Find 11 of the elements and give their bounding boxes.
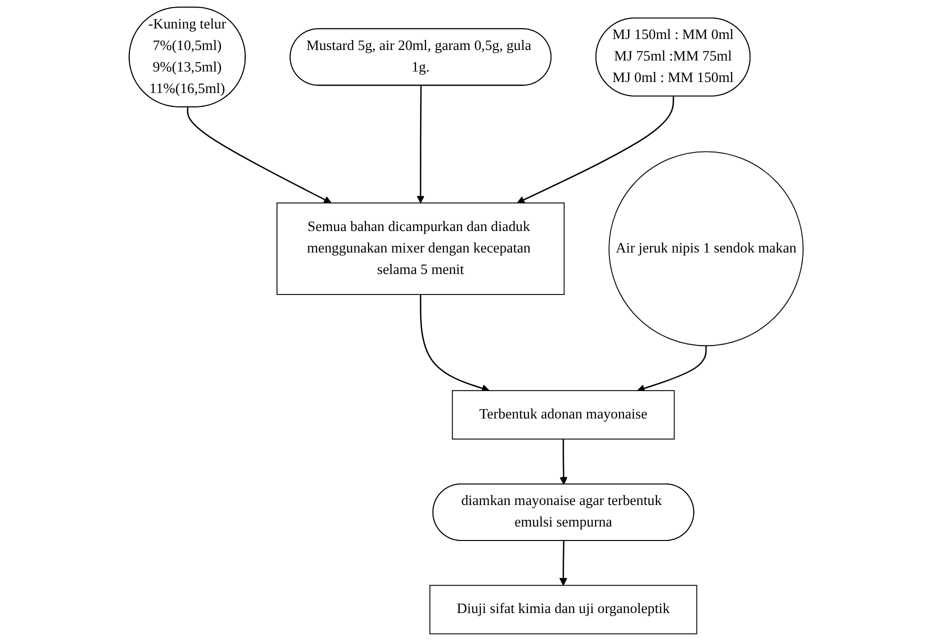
arrow xyxy=(560,439,568,485)
arrow xyxy=(516,96,674,204)
arrow xyxy=(186,107,332,204)
node-circle: Air jeruk nipis 1 sendok makan xyxy=(608,151,804,346)
node-box: Diuji sifat kimia dan uji organoleptik xyxy=(429,584,698,634)
node-box: Terbentuk adonan mayonaise xyxy=(452,390,675,440)
arrow xyxy=(559,540,568,586)
arrow xyxy=(420,294,490,392)
arrow xyxy=(416,86,424,204)
node-box: Semua bahan dicampurkan dan diaduk menggunakan mixer dengan kecepatan selama 5 menit xyxy=(276,202,564,295)
arrow xyxy=(636,346,707,392)
